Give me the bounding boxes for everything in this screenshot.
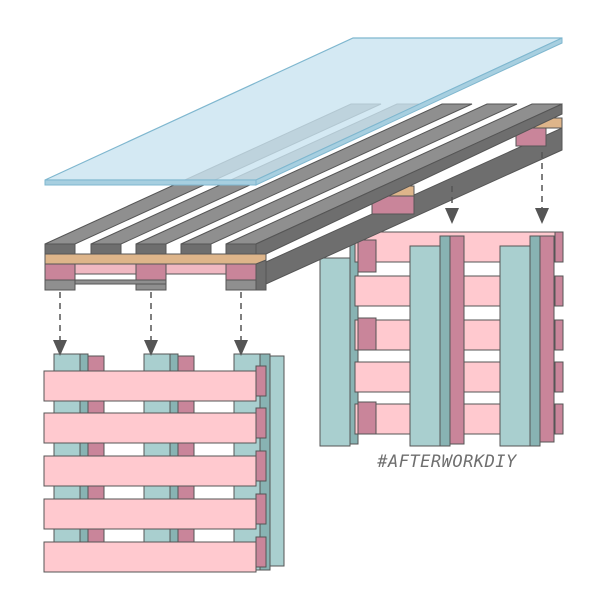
left-pallet-board-5 <box>43 541 257 573</box>
arrow-down-icon <box>535 152 549 224</box>
right-pallet-stringer-front <box>499 245 531 447</box>
left-leg-pallet <box>43 353 285 573</box>
assembly-arrows <box>53 152 549 356</box>
arrow-down-icon <box>53 292 67 356</box>
hashtag-caption: #AFTERWORKDIY <box>377 452 517 472</box>
tabletop-block-front-right <box>225 263 257 281</box>
right-pallet-stringer-back-1 <box>319 257 351 447</box>
tabletop-block-front-left <box>44 263 76 281</box>
tabletop-stringer-front <box>44 253 267 265</box>
arrow-down-icon <box>144 292 158 356</box>
right-leg-pallet <box>319 231 564 447</box>
glass-top <box>44 37 563 186</box>
left-pallet-board-1 <box>43 370 257 402</box>
arrow-down-icon <box>445 186 459 224</box>
right-pallet-stringer-middle <box>409 245 441 447</box>
left-pallet-board-4 <box>43 498 257 530</box>
left-pallet-board-2 <box>43 412 257 444</box>
tabletop-block-front-middle <box>135 263 167 281</box>
left-pallet-board-3 <box>43 455 257 487</box>
arrow-down-icon <box>234 292 248 356</box>
